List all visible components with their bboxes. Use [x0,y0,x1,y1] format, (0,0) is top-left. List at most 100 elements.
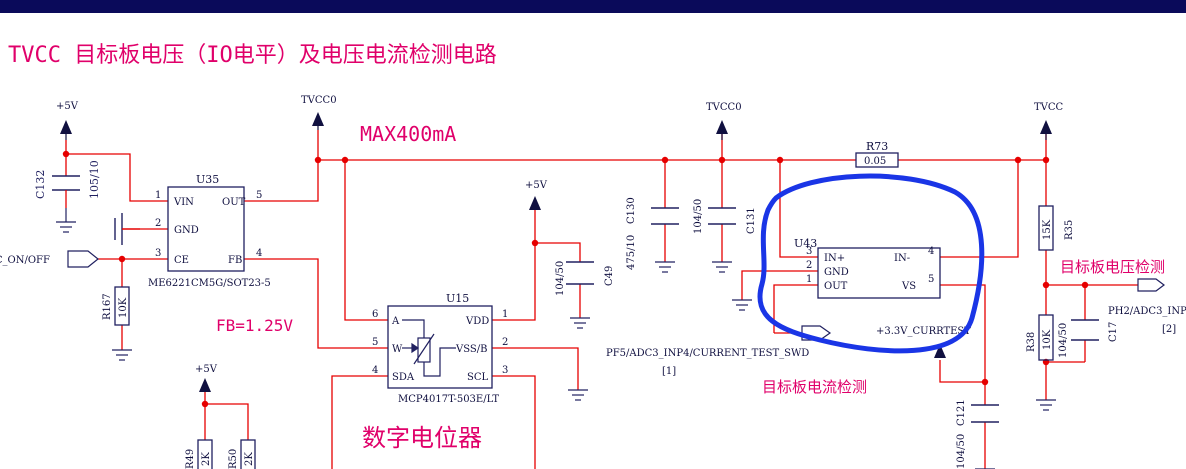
capacitor-c132: C132 105/10 [34,160,101,208]
component-value: 104/50 [693,199,704,234]
pin-name: SDA [392,372,415,383]
component-part: ME6221CM5G/SOT23-5 [148,278,271,289]
pin-name: GND [824,267,849,278]
pin-name: VIN [173,197,194,208]
net-label: VCC_ON/OFF [0,255,50,266]
component-value: 2K [244,452,255,466]
pin-number: 1 [502,309,508,320]
pin-number: 3 [806,246,812,257]
junctions [62,150,1089,408]
component-ref: R73 [866,140,888,153]
ic-u43: U43 IN+ GND OUT IN- VS 3 2 1 4 5 [794,237,941,299]
pin-number: 5 [372,337,378,348]
top-bar [0,0,1186,13]
net-ref: [1] [662,366,676,377]
pin-number: 4 [372,365,378,376]
component-value: 10K [118,297,129,318]
pin-number: 4 [256,248,262,259]
pin-number: 6 [372,309,378,320]
ground-icon [1036,399,1056,411]
capacitor-c121: C121 104/50 [956,399,999,469]
power-label: TVCC [1034,102,1064,113]
component-value: 0.05 [864,156,886,167]
ground-icon [655,261,675,273]
pin-number: 1 [806,274,812,285]
pin-number: 5 [256,190,262,201]
component-value: 104/50 [1058,323,1069,358]
pin-number: 3 [155,248,161,259]
pin-number: 4 [928,246,934,257]
arrow-icon [312,112,324,126]
capacitor-c49: C49 104/50 [555,261,615,296]
power-arrow-stems [65,126,1047,140]
pin-number: 3 [502,365,508,376]
arrow-icon [199,378,211,392]
component-value: 2K [201,452,212,466]
page-title: TVCC 目标板电压（IO电平）及电压电流检测电路 [8,43,497,68]
power-arrows [60,112,1052,392]
component-ref: R35 [1064,220,1075,240]
arrow-icon [60,120,72,134]
power-label: +3.3V_CURRTEST [876,326,971,337]
component-value: 475/10 [626,235,637,270]
component-ref: C132 [34,170,47,199]
pin-number: 5 [928,274,934,285]
power-label: +5V [195,364,218,375]
note-fb: FB=1.25V [216,316,293,335]
ground-icon [568,389,588,401]
resistor-r73: R73 0.05 [855,140,899,168]
component-ref: R167 [102,293,113,320]
wires [65,130,1138,469]
capacitor-c17: 104/50 C17 [1058,319,1119,358]
component-ref: R50 [228,449,239,469]
pin-name: VSS/B [455,344,487,355]
component-value: 104/50 [956,434,967,469]
marker-annotation [757,173,985,354]
pin-name: W [392,344,403,355]
ground-icon [712,261,732,273]
note-current-detect: 目标板电流检测 [762,378,867,396]
ground-icon [112,349,132,361]
component-value: 10K [1042,329,1053,350]
resistor-r35: 15K R35 [1038,205,1075,251]
u35-gnd-stub [114,213,140,245]
component-ref: C121 [956,399,967,426]
capacitor-c130: C130 475/10 [626,197,679,270]
component-value: 104/50 [555,261,566,296]
ic-u35: U35 ME6221CM5G/SOT23-5 VIN GND CE OUT FB… [148,173,271,289]
resistor-r50: 2K R50 [228,439,256,469]
pin-name: SCL [467,372,489,383]
component-ref: U43 [794,237,817,250]
ic-u15: U15 MCP4017T-503E/LT A W SDA VDD VSS/B S… [372,292,508,405]
component-ref: C130 [626,197,637,224]
pin-name: OUT [824,281,848,292]
power-label: TVCC0 [706,102,742,113]
note-voltage-detect: 目标板电压检测 [1060,258,1165,276]
pin-number: 1 [155,190,161,201]
ground-icon [56,208,76,233]
component-value: 15K [1042,219,1053,240]
pin-number: 2 [155,218,161,229]
arrow-icon [716,120,728,134]
pin-name: GND [174,225,199,236]
arrow-icon [529,196,541,210]
net-ref: [2] [1162,324,1176,335]
note-digipot: 数字电位器 [362,424,482,452]
note-max-current: MAX400mA [360,122,456,146]
component-value: 105/10 [88,160,101,199]
resistor-r167: 10K R167 [102,286,130,326]
power-label: TVCC0 [301,95,337,106]
component-ref: C49 [604,266,615,286]
resistor-r38: 10K R38 [1026,314,1054,361]
arrow-icon [1040,120,1052,134]
ground-icon [732,299,752,311]
pin-name: VDD [465,316,489,327]
capacitor-c131: 104/50 C131 [693,199,757,234]
pin-name: OUT [222,197,246,208]
net-label: PF5/ADC3_INP4/CURRENT_TEST_SWD [606,348,809,359]
pin-number: 2 [806,260,812,271]
net-vcc-on-off: VCC_ON/OFF [0,250,99,268]
ground-icon [570,317,590,329]
pin-name: IN+ [824,253,845,264]
